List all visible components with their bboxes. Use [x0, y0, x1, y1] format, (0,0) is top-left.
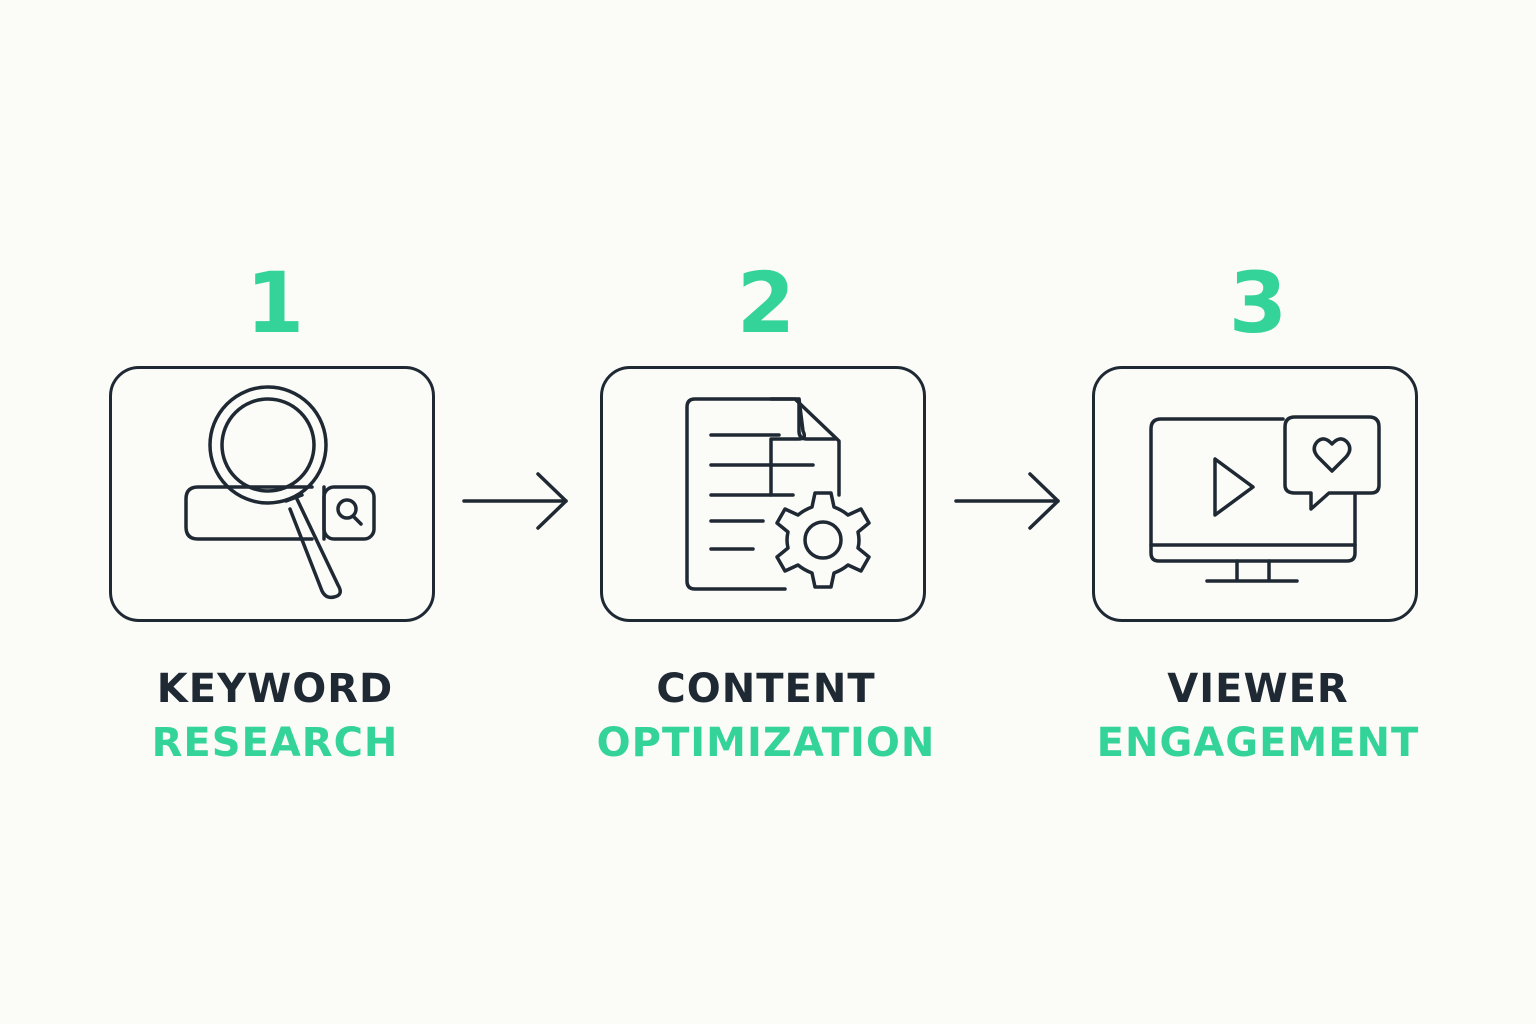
- step-card: [600, 366, 926, 622]
- arrow-right-icon: [954, 472, 1060, 530]
- step-title: CONTENT: [656, 666, 876, 712]
- step-title: VIEWER: [1167, 666, 1349, 712]
- step-card: [109, 366, 435, 622]
- step-number: 2: [736, 254, 796, 352]
- step-content-optimization: 2 CONTENT OPTIMIZATION: [596, 0, 936, 1024]
- step-card: [1092, 366, 1418, 622]
- step-viewer-engagement: 3 VIEWER ENGAGEMENT: [1088, 0, 1428, 1024]
- step-number: 3: [1228, 254, 1288, 352]
- step-subtitle: ENGAGEMENT: [1096, 720, 1420, 766]
- step-number: 1: [245, 254, 305, 352]
- document-gear-icon: [685, 397, 871, 591]
- monitor-play-heart-icon: [1149, 415, 1381, 583]
- keyword-search-icon: [184, 385, 376, 600]
- step-keyword-research: 1 KEYWORD RESEARCH: [105, 0, 445, 1024]
- arrow-right-icon: [462, 472, 568, 530]
- step-subtitle: RESEARCH: [151, 720, 399, 766]
- step-subtitle: OPTIMIZATION: [596, 720, 936, 766]
- step-title: KEYWORD: [156, 666, 394, 712]
